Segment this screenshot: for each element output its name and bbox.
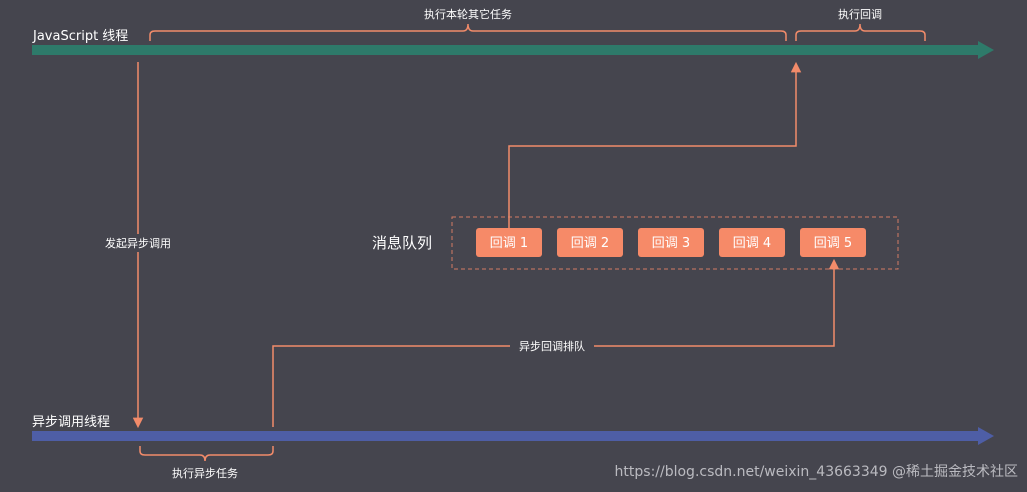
brace-async-task-shape bbox=[139, 446, 274, 462]
message-queue-frame bbox=[451, 216, 899, 270]
queue-item: 回调 1 bbox=[476, 228, 542, 257]
queue-item-box-5 bbox=[800, 228, 866, 257]
arrow-enqueue-callback-label-bg bbox=[510, 337, 594, 355]
message-queue-label: 消息队列 bbox=[372, 234, 432, 252]
brace-js-other-tasks: 执行本轮其它任务 bbox=[149, 7, 787, 41]
brace-js-other-tasks-shape bbox=[149, 23, 787, 41]
js-thread-lane: JavaScript 线程 bbox=[32, 29, 994, 59]
queue-item-box-2 bbox=[557, 228, 623, 257]
async-thread-arrow-icon bbox=[978, 427, 994, 445]
arrow-start-async: 发起异步调用 bbox=[100, 62, 178, 429]
async-thread-lane: 异步调用线程 bbox=[32, 415, 994, 445]
brace-async-task-label: 执行异步任务 bbox=[172, 466, 238, 480]
queue-item-label-2: 回调 2 bbox=[571, 236, 609, 251]
brace-js-other-tasks-label: 执行本轮其它任务 bbox=[424, 7, 512, 21]
js-thread-bar bbox=[32, 45, 980, 55]
arrow-dequeue-callback bbox=[508, 61, 802, 228]
brace-async-task: 执行异步任务 bbox=[139, 446, 274, 480]
queue-item-label-5: 回调 5 bbox=[814, 236, 852, 251]
queue-item-box-1 bbox=[476, 228, 542, 257]
brace-js-callback: 执行回调 bbox=[795, 7, 926, 41]
message-queue: 消息队列 回调 1 回调 2 回调 3 回调 4 回调 5 bbox=[372, 216, 899, 270]
async-thread-bar bbox=[32, 431, 980, 441]
arrow-enqueue-callback-label: 异步回调排队 bbox=[519, 339, 585, 353]
watermark-text: https://blog.csdn.net/weixin_43663349 @稀… bbox=[615, 464, 1018, 480]
js-thread-arrow-icon bbox=[978, 41, 994, 59]
queue-item-label-1: 回调 1 bbox=[490, 236, 528, 251]
arrow-enqueue-callback: 异步回调排队 bbox=[272, 258, 840, 427]
js-thread-label: JavaScript 线程 bbox=[32, 29, 128, 44]
arrow-start-async-label: 发起异步调用 bbox=[105, 236, 171, 250]
queue-item-box-4 bbox=[719, 228, 785, 257]
async-thread-label: 异步调用线程 bbox=[32, 415, 110, 430]
brace-js-callback-label: 执行回调 bbox=[838, 7, 882, 21]
arrow-start-async-label-bg bbox=[100, 234, 178, 252]
queue-item: 回调 5 bbox=[800, 228, 866, 257]
queue-item: 回调 3 bbox=[638, 228, 704, 257]
queue-item-label-3: 回调 3 bbox=[652, 236, 690, 251]
queue-item: 回调 2 bbox=[557, 228, 623, 257]
queue-item: 回调 4 bbox=[719, 228, 785, 257]
queue-item-label-4: 回调 4 bbox=[733, 236, 771, 251]
queue-item-box-3 bbox=[638, 228, 704, 257]
brace-js-callback-shape bbox=[795, 23, 926, 41]
